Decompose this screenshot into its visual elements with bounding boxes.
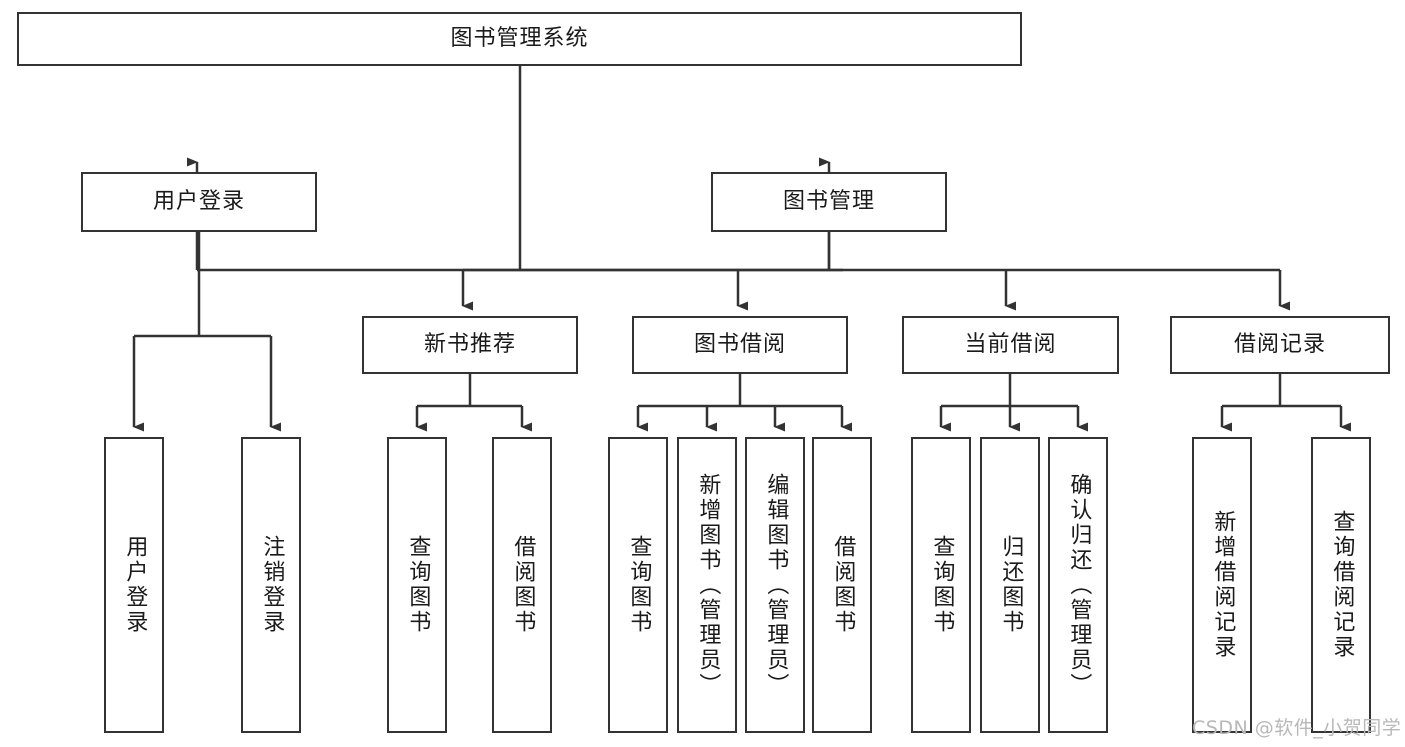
node-current-borrow[interactable]: 当前借阅 (902, 316, 1119, 374)
node-root[interactable]: 图书管理系统 (17, 12, 1022, 66)
node-leaf-add-book-label: 新增图书（管理员） (695, 472, 721, 698)
node-leaf-return-book-label: 归还图书 (998, 535, 1024, 635)
node-leaf-edit-book[interactable]: 编辑图书（管理员） (745, 437, 805, 733)
node-leaf-query-book-1-label: 查询图书 (405, 535, 431, 635)
node-book-manage-label: 图书管理 (782, 188, 875, 214)
node-book-borrow[interactable]: 图书借阅 (632, 316, 848, 374)
node-leaf-query-record[interactable]: 查询借阅记录 (1311, 437, 1371, 733)
node-leaf-user-login-label: 用户登录 (122, 535, 148, 635)
node-leaf-query-book-2[interactable]: 查询图书 (608, 437, 668, 733)
node-leaf-user-login[interactable]: 用户登录 (104, 437, 164, 733)
node-leaf-edit-book-label: 编辑图书（管理员） (763, 472, 789, 698)
node-leaf-logout-login-label: 注销登录 (259, 535, 285, 635)
node-leaf-add-book[interactable]: 新增图书（管理员） (677, 437, 737, 733)
node-leaf-query-book-2-label: 查询图书 (626, 535, 652, 635)
node-leaf-borrow-book-1[interactable]: 借阅图书 (492, 437, 552, 733)
node-leaf-query-book-1[interactable]: 查询图书 (387, 437, 447, 733)
node-new-book-recommend[interactable]: 新书推荐 (362, 316, 578, 374)
node-leaf-return-book[interactable]: 归还图书 (980, 437, 1040, 733)
node-leaf-query-record-label: 查询借阅记录 (1329, 510, 1355, 660)
node-user-login[interactable]: 用户登录 (81, 172, 317, 232)
node-borrow-record[interactable]: 借阅记录 (1170, 316, 1390, 374)
node-leaf-add-record-label: 新增借阅记录 (1210, 510, 1236, 660)
node-leaf-query-book-3[interactable]: 查询图书 (911, 437, 971, 733)
node-leaf-confirm-return-label: 确认归还（管理员） (1066, 472, 1092, 698)
node-borrow-record-label: 借阅记录 (1233, 331, 1326, 357)
node-leaf-logout-login[interactable]: 注销登录 (241, 437, 301, 733)
node-leaf-borrow-book-2[interactable]: 借阅图书 (812, 437, 872, 733)
node-new-book-recommend-label: 新书推荐 (423, 331, 516, 357)
node-user-login-label: 用户登录 (152, 188, 245, 214)
node-current-borrow-label: 当前借阅 (964, 331, 1057, 357)
node-book-borrow-label: 图书借阅 (693, 331, 786, 357)
node-leaf-borrow-book-1-label: 借阅图书 (510, 535, 536, 635)
node-leaf-query-book-3-label: 查询图书 (929, 535, 955, 635)
node-leaf-confirm-return[interactable]: 确认归还（管理员） (1048, 437, 1108, 733)
node-root-label: 图书管理系统 (450, 25, 589, 51)
node-book-manage[interactable]: 图书管理 (711, 172, 947, 232)
node-leaf-borrow-book-2-label: 借阅图书 (830, 535, 856, 635)
node-leaf-add-record[interactable]: 新增借阅记录 (1192, 437, 1252, 733)
